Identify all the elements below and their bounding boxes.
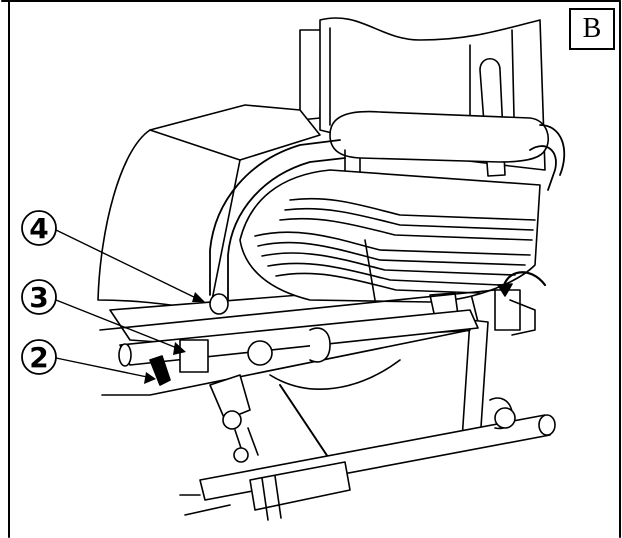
support-strut xyxy=(279,384,331,461)
footrest-bar xyxy=(179,397,556,521)
release-lever xyxy=(149,355,259,463)
cross-tube xyxy=(99,289,496,396)
callout-3-leader xyxy=(55,299,183,351)
armrest-tube xyxy=(209,124,566,315)
wheel-arc xyxy=(269,359,401,390)
callout-2-number: 2 xyxy=(29,341,48,374)
callout-2-leader xyxy=(55,357,153,379)
callout-3-arrowhead xyxy=(173,342,186,355)
armrest-pad xyxy=(329,110,549,177)
panel-label: B xyxy=(569,8,615,50)
callout-4-number: 4 xyxy=(29,212,48,245)
callout-4-leader xyxy=(55,229,201,301)
callout-4-arrowhead xyxy=(192,292,205,302)
callout-2-arrowhead xyxy=(144,372,156,384)
rotation-arrow-head xyxy=(497,283,513,297)
callout-3-circle xyxy=(21,279,57,315)
callout-4-circle xyxy=(21,210,57,246)
callout-2-circle xyxy=(21,339,57,375)
callout-3-number: 3 xyxy=(29,281,48,314)
side-guard xyxy=(239,169,541,303)
